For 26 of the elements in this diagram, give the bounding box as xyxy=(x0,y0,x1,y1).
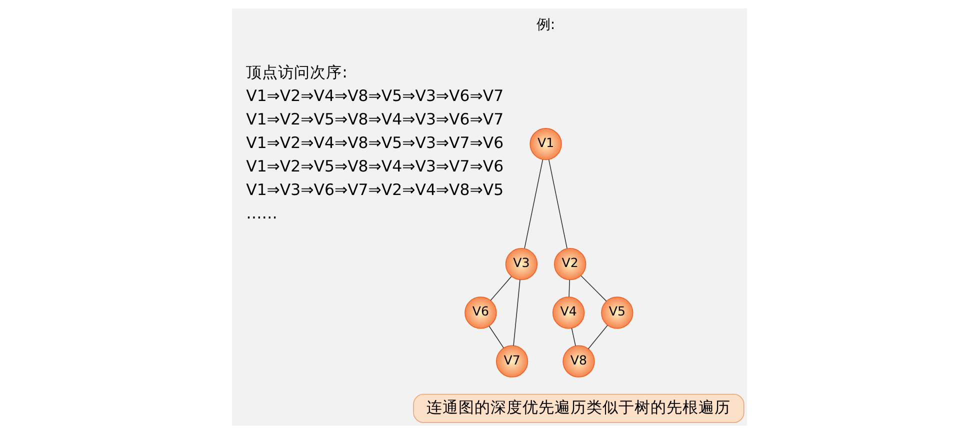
label: 例: xyxy=(536,17,556,34)
connector xyxy=(580,275,607,302)
label: …… xyxy=(246,204,278,223)
node-circle: V7 xyxy=(496,345,528,378)
connector xyxy=(490,276,512,301)
node-circle: V4 xyxy=(552,296,585,329)
label: V1⇒V2⇒V4⇒V8⇒V5⇒V3⇒V7⇒V6 xyxy=(246,132,504,152)
label: V1⇒V2⇒V5⇒V8⇒V4⇒V3⇒V7⇒V6 xyxy=(246,156,504,176)
label: V1⇒V3⇒V6⇒V7⇒V2⇒V4⇒V8⇒V5 xyxy=(246,180,504,200)
connector xyxy=(571,328,576,346)
connector xyxy=(524,159,544,249)
label: V1⇒V2⇒V4⇒V8⇒V5⇒V3⇒V6⇒V7 xyxy=(246,86,504,105)
label: V1⇒V2⇒V5⇒V8⇒V4⇒V3⇒V6⇒V7 xyxy=(246,109,504,128)
node-circle: V3 xyxy=(505,248,538,280)
node-circle: V5 xyxy=(601,296,634,329)
node-circle: V1 xyxy=(530,128,562,160)
label: 顶点访问次序: xyxy=(246,62,348,82)
connector xyxy=(588,324,608,350)
node-box: 连通图的深度优先遍历类似于树的先根遍历 xyxy=(413,394,744,423)
node-circle: V8 xyxy=(562,345,595,378)
node-circle: V2 xyxy=(554,248,586,280)
connector xyxy=(568,280,570,298)
node-circle: V6 xyxy=(464,296,497,329)
connector xyxy=(513,279,520,346)
connector xyxy=(548,159,568,249)
connector xyxy=(488,326,504,348)
